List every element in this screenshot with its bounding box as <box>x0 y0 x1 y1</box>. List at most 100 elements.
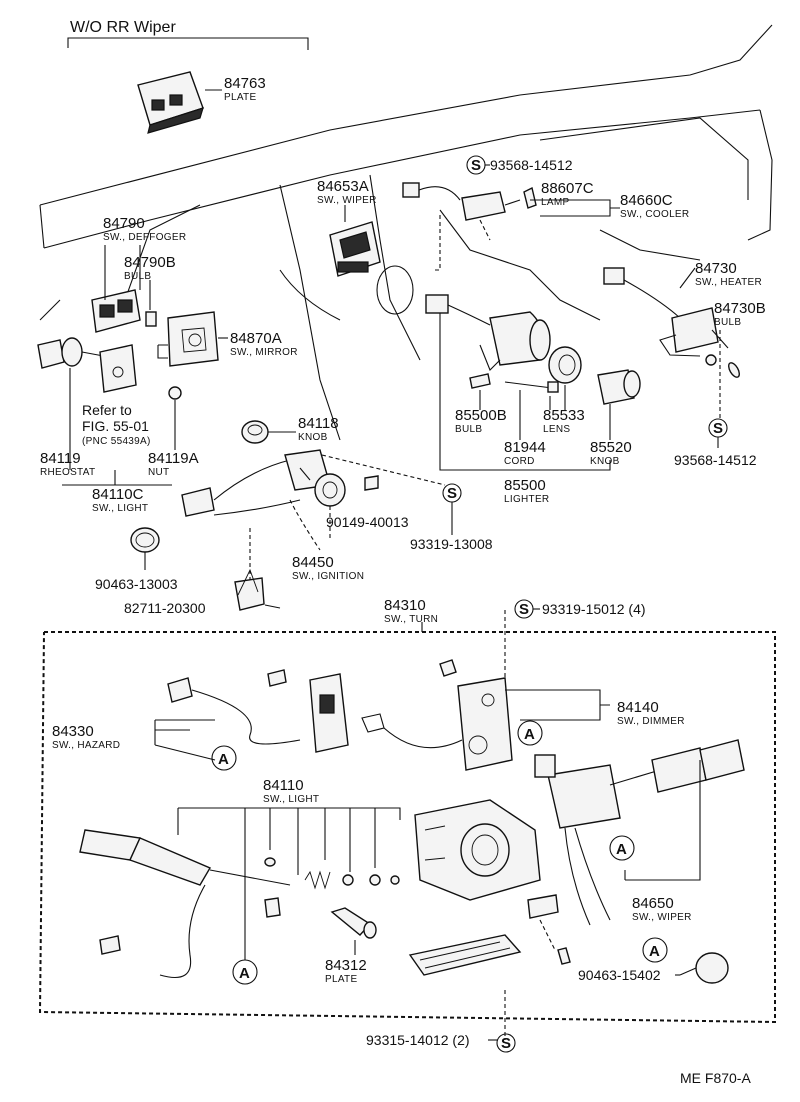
label-84763-number: 84763 <box>224 75 266 92</box>
light-switch-84110-illustration <box>79 829 400 979</box>
ignition-switch-84450-illustration <box>181 449 378 517</box>
connector-block-illustration <box>408 934 522 976</box>
label-85520-name: KNOB <box>590 456 620 467</box>
label-85520-number: 85520 <box>590 439 632 456</box>
bracket-84660c <box>530 199 620 217</box>
leader-84119 <box>69 368 176 470</box>
label-84110c-name: SW., LIGHT <box>92 503 148 514</box>
label-85533-number: 85533 <box>543 407 585 424</box>
label-84312-number: 84312 <box>325 957 367 974</box>
label-85500b-number: 85500B <box>455 407 507 424</box>
reference-line-2: FIG. 55-01 <box>82 418 149 434</box>
bracket-85500 <box>439 313 611 471</box>
bracket-84110c <box>62 470 172 486</box>
callout-a-light: A <box>232 959 258 985</box>
mirror-switch-84870a-illustration <box>157 311 219 367</box>
label-81944-number: 81944 <box>504 439 546 456</box>
label-84653a-name: SW., WIPER <box>317 195 377 206</box>
label-84110c-number: 84110C <box>92 486 144 503</box>
bracket-85500-bottom <box>500 460 611 471</box>
service-symbol-4: S <box>514 599 534 619</box>
plate-84763-illustration <box>137 71 204 134</box>
label-90149-40013: 90149-40013 <box>326 514 409 530</box>
cooler-switch-84660c-illustration <box>402 182 537 221</box>
leader-82711 <box>264 604 281 609</box>
hazard-switch-84330-illustration <box>167 669 349 753</box>
bracket-84650 <box>624 760 701 881</box>
svg-text:S: S <box>519 601 529 618</box>
svg-text:A: A <box>218 751 229 768</box>
svg-text:A: A <box>649 943 660 960</box>
callout-a-clamp: A <box>642 937 668 963</box>
label-84790b-name: BULB <box>124 271 151 282</box>
wiper-switch-84653a-illustration <box>329 221 381 277</box>
defogger-switch-84790-illustration <box>91 289 157 333</box>
callout-a-hazard: A <box>211 745 237 771</box>
label-84312-name: PLATE <box>325 974 357 985</box>
label-93315-14012: 93315-14012 (2) <box>366 1032 470 1048</box>
callout-a-dimmer: A <box>517 720 543 746</box>
bracket-82711-illustration <box>234 568 265 611</box>
lighter-85500-illustration <box>425 294 641 405</box>
bracket-84330 <box>154 719 216 761</box>
label-84660c-name: SW., COOLER <box>620 209 689 220</box>
guide-84450 <box>321 454 446 540</box>
rheostat-84119-illustration <box>37 337 182 400</box>
service-symbol-2: S <box>708 418 728 438</box>
label-84110-name: SW., LIGHT <box>263 794 319 805</box>
turn-switch-group-border <box>38 631 776 1024</box>
bracket-84140 <box>505 689 610 721</box>
dimmer-switch-84140-illustration <box>361 659 513 771</box>
label-88607c-number: 88607C <box>541 180 594 197</box>
label-84730-number: 84730 <box>695 260 737 277</box>
reference-line-3: (PNC 55439A) <box>82 436 151 447</box>
label-84790-name: SW., DEFFOGER <box>103 232 186 243</box>
svg-text:A: A <box>239 965 250 982</box>
label-85500b-name: BULB <box>455 424 482 435</box>
label-84330-name: SW., HAZARD <box>52 740 120 751</box>
guide-84660c <box>435 215 491 271</box>
clamp-90463-13003-illustration <box>130 527 160 553</box>
header-bracket <box>67 37 309 50</box>
service-symbol-1: S <box>466 155 486 175</box>
svg-text:S: S <box>471 157 481 174</box>
svg-text:A: A <box>524 726 535 743</box>
label-82711-20300: 82711-20300 <box>124 600 206 616</box>
label-84110-number: 84110 <box>263 777 304 794</box>
label-93568-14512-right: 93568-14512 <box>674 452 757 468</box>
label-93568-14512-top: 93568-14512 <box>490 157 573 173</box>
label-84870a-name: SW., MIRROR <box>230 347 298 358</box>
label-84140-number: 84140 <box>617 699 659 716</box>
combination-switch-base-illustration <box>414 799 541 901</box>
label-90463-13003: 90463-13003 <box>95 576 178 592</box>
label-84870a-number: 84870A <box>230 330 282 347</box>
label-84140-name: SW., DIMMER <box>617 716 685 727</box>
bracket-84110 <box>177 807 401 900</box>
service-symbol-3: S <box>442 483 462 503</box>
label-84118-name: KNOB <box>298 432 328 443</box>
leader-84790 <box>104 245 141 300</box>
wiper-switch-84650-illustration <box>527 739 745 926</box>
clamp-90463-15402-illustration <box>679 952 729 984</box>
leader-84730 <box>679 267 696 289</box>
label-85500-name: LIGHTER <box>504 494 549 505</box>
label-84660c-number: 84660C <box>620 192 673 209</box>
label-84450-number: 84450 <box>292 554 334 571</box>
label-84310-name: SW., TURN <box>384 614 438 625</box>
label-84790-number: 84790 <box>103 215 145 232</box>
label-84330-number: 84330 <box>52 723 94 740</box>
label-93319-15012: 93319-15012 (4) <box>542 601 646 617</box>
label-84310-number: 84310 <box>384 597 426 614</box>
svg-text:S: S <box>447 485 457 502</box>
label-84790b-number: 84790B <box>124 254 176 271</box>
label-84730b-number: 84730B <box>714 300 766 317</box>
svg-text:S: S <box>713 420 723 437</box>
guide-bolt <box>539 919 556 951</box>
bolt-illustrations <box>364 475 571 965</box>
plate-84312-illustration <box>330 907 377 939</box>
label-85533-name: LENS <box>543 424 570 435</box>
dashboard-outline <box>39 24 773 441</box>
label-81944-name: CORD <box>504 456 535 467</box>
